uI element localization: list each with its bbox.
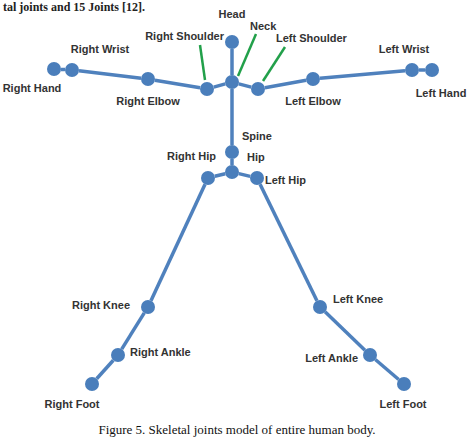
bone-line xyxy=(260,184,317,300)
joint-dot: Left Elbow xyxy=(306,72,320,86)
joint-label: Left Ankle xyxy=(305,352,358,364)
joint-label: Hip xyxy=(247,151,265,163)
bone-line xyxy=(155,80,200,88)
joint-label: Right Elbow xyxy=(116,95,180,107)
bone-line xyxy=(151,184,205,300)
joint-dot: Right Wrist xyxy=(65,63,79,77)
joint-dot: Hip xyxy=(225,165,239,179)
joint-dot: Right Shoulder xyxy=(200,82,214,96)
joint-dot: Left Foot xyxy=(397,377,411,391)
joint-dot: Left Wrist xyxy=(405,63,419,77)
note-text: tal joints and 15 Joints [12]. xyxy=(3,0,145,15)
joint-label: Left Wrist xyxy=(379,43,430,55)
figure-caption: Figure 5. Skeletal joints model of entir… xyxy=(98,422,375,438)
joint-dot: Left Shoulder xyxy=(251,82,265,96)
joint-label: Left Elbow xyxy=(285,95,341,107)
bone-line xyxy=(320,71,405,79)
joint-dot: Left Hand xyxy=(425,63,439,77)
leader-line xyxy=(238,34,256,76)
bone-line xyxy=(230,49,234,75)
joint-dot: Spine xyxy=(225,145,239,159)
bone-line xyxy=(325,312,365,350)
joint-label: Head xyxy=(219,8,246,20)
bone-line xyxy=(375,360,398,380)
joint-label: Left Hip xyxy=(265,174,306,186)
joint-dot: Right Hand xyxy=(47,62,61,76)
joint-dot: Right Knee xyxy=(141,300,155,314)
leader-line xyxy=(263,47,285,81)
joint-label: Right Knee xyxy=(72,299,130,311)
joint-dot: Neck xyxy=(225,75,239,89)
bone-line xyxy=(215,174,225,177)
bone-line xyxy=(265,80,306,87)
joint-label: Right Hip xyxy=(167,150,216,162)
bone-line xyxy=(79,71,141,78)
joint-dot: Head xyxy=(225,35,239,49)
joint-dot: Left Ankle xyxy=(363,348,377,362)
joint-dot: Right Ankle xyxy=(111,348,125,362)
bone-line xyxy=(214,84,226,87)
joint-label: Spine xyxy=(242,130,272,142)
joint-label: Left Foot xyxy=(379,398,426,410)
bone-line xyxy=(239,84,251,87)
bone-line xyxy=(122,313,145,349)
joint-label: Right Shoulder xyxy=(145,30,224,42)
bone-line xyxy=(239,174,250,177)
joint-label: Left Shoulder xyxy=(276,32,347,44)
joint-dot: Right Foot xyxy=(85,377,99,391)
joint-label: Right Ankle xyxy=(130,346,191,358)
joint-dot: Right Elbow xyxy=(141,72,155,86)
bone-line xyxy=(97,360,114,379)
joint-label: Left Hand xyxy=(416,87,467,99)
joint-label: Neck xyxy=(250,20,276,32)
joint-dot: Left Knee xyxy=(313,300,327,314)
leader-line xyxy=(200,45,205,80)
joint-label: Left Knee xyxy=(333,293,383,305)
joint-label: Right Foot xyxy=(45,398,100,410)
bone-line xyxy=(230,89,234,145)
joint-dot: Left Hip xyxy=(250,171,264,185)
joint-dot: Right Hip xyxy=(201,171,215,185)
joint-label: Right Wrist xyxy=(71,43,129,55)
joint-label: Right Hand xyxy=(3,82,62,94)
